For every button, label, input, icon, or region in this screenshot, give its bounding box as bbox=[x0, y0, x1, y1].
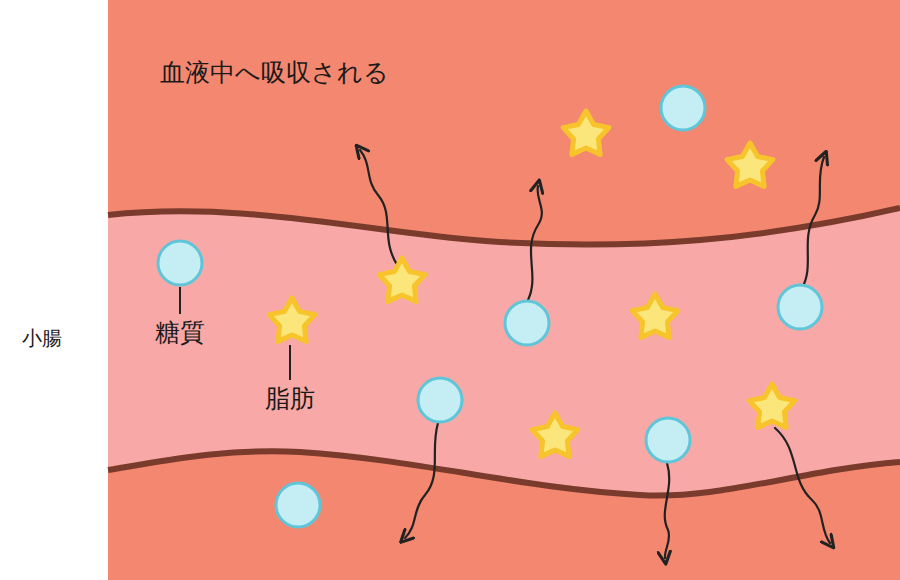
part-label: 糖質 bbox=[155, 318, 205, 348]
fat-particle bbox=[269, 298, 315, 341]
fat-particle bbox=[632, 294, 678, 337]
fat-particle bbox=[563, 111, 609, 154]
caption-text: 血液中へ吸収される bbox=[160, 58, 389, 88]
sugar-particle bbox=[646, 418, 690, 462]
fat-particle bbox=[379, 258, 425, 301]
sugar-particle bbox=[505, 301, 549, 345]
fat-particle bbox=[532, 413, 578, 456]
fat-particle bbox=[727, 143, 773, 186]
absorption-arrow bbox=[775, 428, 830, 543]
organ-label: 小腸 bbox=[22, 326, 62, 350]
absorption-arrow bbox=[405, 423, 438, 538]
sugar-particle bbox=[418, 378, 462, 422]
sugar-particle bbox=[158, 241, 202, 285]
sugar-particle bbox=[778, 285, 822, 329]
intestine-wall bbox=[108, 208, 900, 245]
sugar-particle bbox=[661, 86, 705, 130]
absorption-arrow bbox=[665, 463, 669, 558]
part-label: 脂肪 bbox=[265, 384, 315, 414]
blood-region bbox=[108, 0, 900, 580]
absorption-arrow bbox=[802, 157, 824, 288]
absorption-arrow bbox=[528, 186, 542, 300]
sugar-particle bbox=[276, 483, 320, 527]
fat-particle bbox=[749, 384, 795, 427]
absorption-arrow bbox=[360, 150, 398, 266]
intestine-wall bbox=[108, 451, 900, 495]
intestine-band bbox=[108, 208, 900, 496]
leader-line bbox=[179, 287, 181, 314]
leader-line bbox=[289, 345, 291, 380]
